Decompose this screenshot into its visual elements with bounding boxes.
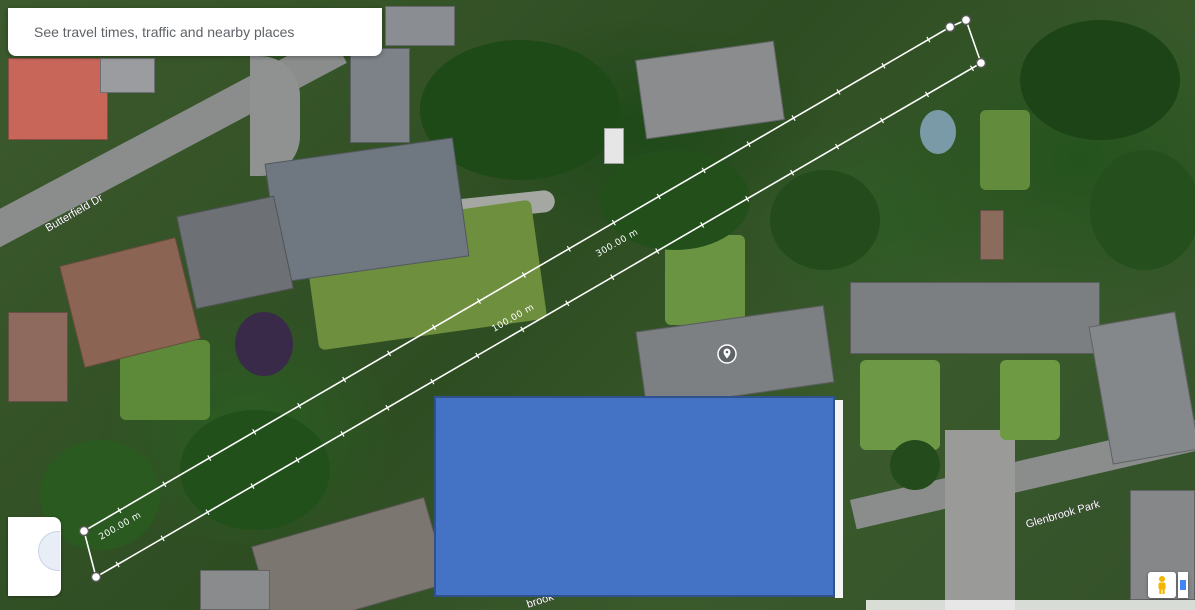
- distance-label-200: 200.00 m: [98, 510, 144, 542]
- measure-point[interactable]: [78, 525, 90, 537]
- measure-tick: [881, 62, 886, 69]
- measure-tick: [746, 141, 751, 148]
- measure-tick: [880, 117, 885, 124]
- measure-tick: [250, 483, 255, 489]
- measure-tick: [791, 115, 796, 121]
- tree-canopy: [1020, 20, 1180, 140]
- redaction-box: [434, 396, 835, 597]
- measure-tick: [387, 350, 392, 357]
- measure-tick: [745, 195, 750, 202]
- measure-tick: [475, 352, 480, 359]
- tick-group: [115, 36, 975, 568]
- measure-tick: [521, 272, 526, 278]
- tree-canopy: [770, 170, 880, 270]
- measure-tick: [340, 430, 345, 437]
- tree-canopy: [600, 150, 750, 250]
- measure-point[interactable]: [960, 14, 972, 26]
- measure-tick: [969, 65, 975, 72]
- measure-tick: [476, 298, 481, 305]
- tree-canopy: [1090, 150, 1195, 270]
- street-view-button[interactable]: [1148, 572, 1176, 598]
- house-roof: [100, 58, 155, 93]
- measure-point[interactable]: [975, 57, 987, 69]
- measure-tick: [520, 326, 525, 333]
- distance-label-300: 300.00 m: [595, 227, 641, 259]
- measure-point[interactable]: [944, 21, 956, 33]
- house-roof: [8, 312, 68, 402]
- shed-roof: [604, 128, 624, 164]
- measure-tick: [926, 36, 931, 43]
- tree-canopy: [180, 410, 330, 530]
- lawn: [1000, 360, 1060, 440]
- road-curve: [250, 56, 300, 176]
- measure-tick: [656, 193, 661, 200]
- measure-tick: [115, 561, 120, 568]
- house-roof: [8, 58, 108, 140]
- measure-tick: [431, 324, 437, 331]
- house-roof: [850, 282, 1100, 354]
- panel-edge: [835, 400, 843, 598]
- measure-tick: [701, 167, 706, 174]
- measure-tick: [790, 169, 795, 176]
- house-roof: [350, 48, 410, 143]
- measure-tick: [117, 507, 122, 514]
- lawn: [860, 360, 940, 450]
- measure-point[interactable]: [90, 571, 102, 583]
- measure-tick: [655, 248, 660, 254]
- measure-tick: [385, 404, 390, 411]
- road-cul-de-sac: [945, 430, 1015, 610]
- travel-times-banner[interactable]: See travel times, traffic and nearby pla…: [8, 8, 382, 56]
- measure-tick: [297, 402, 302, 409]
- measure-tick: [700, 222, 705, 228]
- measure-tick: [430, 378, 435, 385]
- measure-tick: [342, 376, 347, 383]
- house-roof: [385, 6, 455, 46]
- tree-canopy: [890, 440, 940, 490]
- location-pin-icon[interactable]: [717, 344, 737, 364]
- lawn: [665, 235, 745, 325]
- measure-tick: [207, 455, 212, 461]
- measure-tick: [205, 509, 210, 516]
- tree-canopy: [235, 312, 293, 376]
- tree-canopy: [920, 110, 956, 154]
- layer-toggle[interactable]: [1178, 572, 1188, 598]
- measure-tick: [565, 300, 570, 307]
- measure-tick: [835, 143, 840, 150]
- distance-label-100: 100.00 m: [491, 302, 537, 334]
- measure-tick: [924, 91, 930, 98]
- lawn: [980, 110, 1030, 190]
- measure-tick: [836, 88, 841, 95]
- measure-tick: [610, 274, 615, 281]
- measure-tick: [295, 457, 300, 463]
- measure-tick: [566, 245, 571, 252]
- measure-tick: [252, 429, 257, 435]
- side-panel-tab[interactable]: [8, 517, 61, 596]
- collapse-tab[interactable]: [38, 531, 60, 571]
- house-roof: [980, 210, 1004, 260]
- street-label-butterfield: Butterfield Dr: [44, 192, 106, 235]
- measure-tick: [611, 219, 616, 226]
- travel-times-text: See travel times, traffic and nearby pla…: [34, 24, 295, 40]
- pegman-icon: [1158, 576, 1166, 594]
- measure-tick: [160, 535, 165, 542]
- map-footer: [866, 600, 1195, 610]
- measure-tick: [162, 481, 167, 488]
- street-label-glenbrook: Glenbrook Park: [1025, 498, 1102, 531]
